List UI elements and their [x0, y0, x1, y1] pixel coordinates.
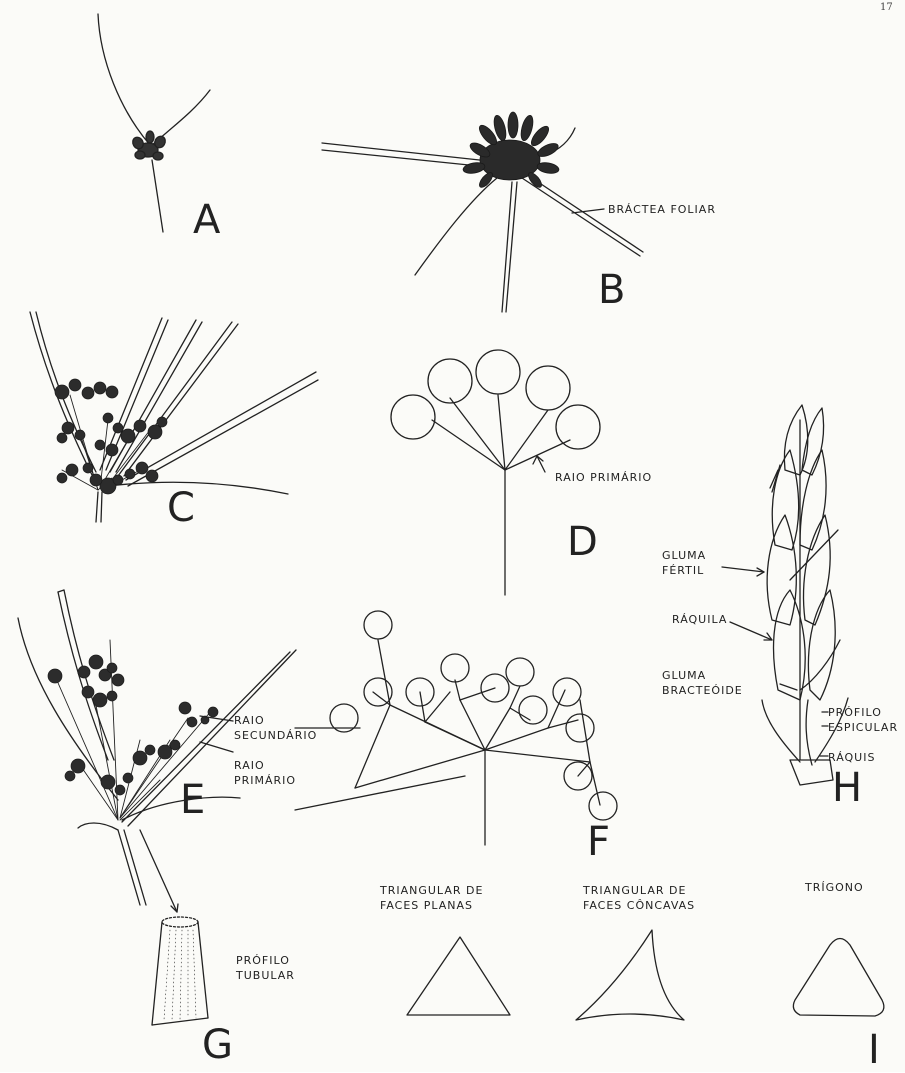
figure-a-letter: A [193, 200, 220, 240]
label-raquila: RÁQUILA [672, 612, 727, 627]
label-raio-primario-e: RAIO PRIMÁRIO [234, 758, 296, 788]
label-gluma-fertil: GLUMA FÉRTIL [662, 548, 706, 578]
figure-h-letter: H [832, 768, 862, 808]
figure-e-drawing [18, 590, 296, 912]
figure-g-letter: G [202, 1025, 233, 1065]
label-raquis: RÁQUIS [828, 750, 875, 765]
label-raio-primario-d: RAIO PRIMÁRIO [555, 470, 652, 485]
figure-f-letter: F [587, 822, 610, 862]
figure-i-letter: I [868, 1030, 880, 1070]
label-gluma-bracteoide: GLUMA BRACTEÓIDE [662, 668, 743, 698]
figure-g-drawing [152, 917, 208, 1025]
label-profilo-tubular: PRÓFILO TUBULAR [236, 953, 295, 983]
label-bractea-foliar: BRÁCTEA FOLIAR [608, 202, 716, 217]
label-profilo-espicular: PRÓFILO ESPICULAR [828, 705, 898, 735]
label-triangular-faces-concavas: TRIANGULAR DE FACES CÔNCAVAS [583, 883, 695, 913]
figure-c-letter: C [167, 488, 195, 528]
figure-b-drawing [322, 112, 643, 312]
figure-e-letter: E [180, 780, 205, 820]
figure-b-letter: B [598, 270, 625, 310]
figure-d-letter: D [567, 522, 598, 562]
label-triangular-faces-planas: TRIANGULAR DE FACES PLANAS [380, 883, 483, 913]
figure-i-drawing [407, 930, 884, 1020]
figure-f-drawing [295, 611, 617, 845]
label-raio-secundario: RAIO SECUNDÁRIO [234, 713, 317, 743]
label-trigono: TRÍGONO [805, 880, 864, 895]
